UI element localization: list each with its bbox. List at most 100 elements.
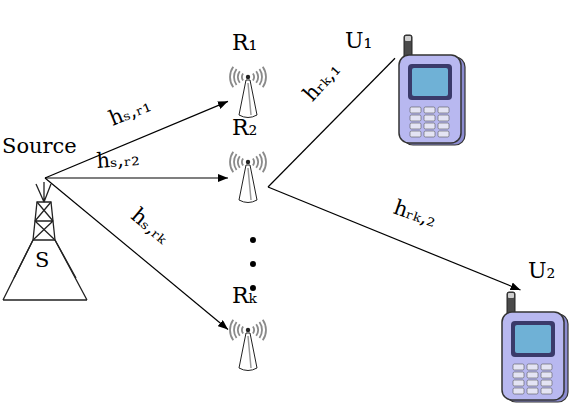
mast-shade	[248, 168, 251, 200]
radio-wave	[230, 67, 233, 88]
phone-key	[424, 131, 435, 137]
relay-antenna-shape	[228, 150, 268, 206]
radio-wave	[256, 71, 258, 82]
channel-link	[45, 177, 228, 178]
radio-wave	[234, 154, 237, 170]
phone-key	[438, 123, 449, 129]
relay-antenna-shape	[228, 318, 268, 374]
phone-key	[527, 364, 538, 370]
channel-link	[268, 187, 520, 290]
user-phone-shape	[395, 33, 467, 147]
radio-wave	[253, 74, 254, 81]
radio-wave	[263, 67, 266, 88]
radio-wave	[259, 69, 262, 85]
radio-wave	[230, 320, 233, 341]
node-label: S	[35, 250, 49, 271]
phone-antenna-tip	[405, 36, 411, 41]
radio-wave	[259, 322, 262, 338]
node-heading: U₁	[345, 30, 372, 52]
phone-key	[438, 115, 449, 121]
phone-body	[399, 55, 461, 143]
radio-wave	[242, 74, 243, 81]
channel-label: hₛ,ᵣ₁	[106, 94, 154, 130]
relay-antenna: Rₖ	[228, 318, 268, 374]
radio-wave	[230, 152, 233, 173]
tower-lattice	[3, 182, 87, 300]
channel-label: hᵣₖ,₂	[391, 197, 439, 231]
phone-key	[513, 380, 524, 386]
radio-wave	[242, 159, 243, 166]
phone-key	[541, 364, 552, 370]
relay-antenna: R₂	[228, 150, 268, 206]
phone-key	[424, 115, 435, 121]
radio-wave	[234, 322, 237, 338]
phone-key	[527, 380, 538, 386]
antenna-mast	[239, 80, 257, 118]
channel-label: hᵣₖ,₁	[300, 59, 345, 105]
node-heading: Rₖ	[232, 285, 257, 307]
ellipsis-dot	[250, 237, 256, 243]
base-station-shape	[0, 178, 90, 302]
radio-wave	[242, 327, 243, 334]
antenna-mast	[239, 333, 257, 371]
phone-antenna-tip	[508, 293, 514, 298]
relay-antenna: R₁	[228, 65, 268, 121]
antenna-tip	[246, 328, 250, 332]
user-phone-shape	[498, 290, 570, 404]
mast-shade	[248, 83, 251, 115]
phone-key	[438, 131, 449, 137]
radio-wave	[238, 324, 240, 335]
channel-label: hₛ,ᵣ₂	[96, 148, 140, 172]
radio-wave	[253, 327, 254, 334]
phone-key	[438, 107, 449, 113]
channel-link	[45, 178, 228, 329]
phone-screen	[412, 68, 448, 96]
radio-wave	[263, 320, 266, 341]
radio-wave	[238, 71, 240, 82]
radio-wave	[234, 69, 237, 85]
node-heading: R₁	[232, 32, 257, 54]
node-heading: Source	[2, 136, 77, 157]
phone-key	[513, 372, 524, 378]
phone-screen-frame	[408, 64, 452, 100]
tower-strut	[33, 202, 55, 240]
phone-key	[513, 388, 524, 394]
phone-key	[410, 107, 421, 113]
phone-body	[502, 312, 564, 400]
tower-strut	[33, 202, 55, 240]
phone-key	[424, 123, 435, 129]
antenna-tip	[246, 75, 250, 79]
radio-wave	[253, 159, 254, 166]
tower-strut	[14, 240, 76, 278]
node-heading: U₂	[528, 260, 555, 282]
phone-key	[527, 372, 538, 378]
radio-wave	[238, 156, 240, 167]
phone-keypad	[410, 107, 449, 137]
user-phone: U₂	[498, 290, 570, 404]
tower-strut	[3, 240, 87, 300]
phone-key	[527, 388, 538, 394]
channel-link	[268, 58, 395, 187]
phone-key	[513, 364, 524, 370]
phone-key	[410, 131, 421, 137]
phone-key	[424, 107, 435, 113]
phone-key	[541, 372, 552, 378]
base-station: SourceS	[0, 178, 90, 302]
antenna-mast	[239, 165, 257, 203]
phone-key	[410, 123, 421, 129]
phone-screen	[515, 325, 551, 353]
mast-shade	[248, 336, 251, 368]
phone-keypad	[513, 364, 552, 394]
radio-wave	[259, 154, 262, 170]
tower-strut	[36, 182, 51, 202]
phone-key	[410, 115, 421, 121]
relay-antenna-shape	[228, 65, 268, 121]
radio-wave	[256, 324, 258, 335]
ellipsis-dots	[250, 237, 256, 291]
ellipsis-dot	[250, 261, 256, 267]
antenna-tip	[246, 160, 250, 164]
radio-wave	[263, 152, 266, 173]
radio-wave	[256, 156, 258, 167]
